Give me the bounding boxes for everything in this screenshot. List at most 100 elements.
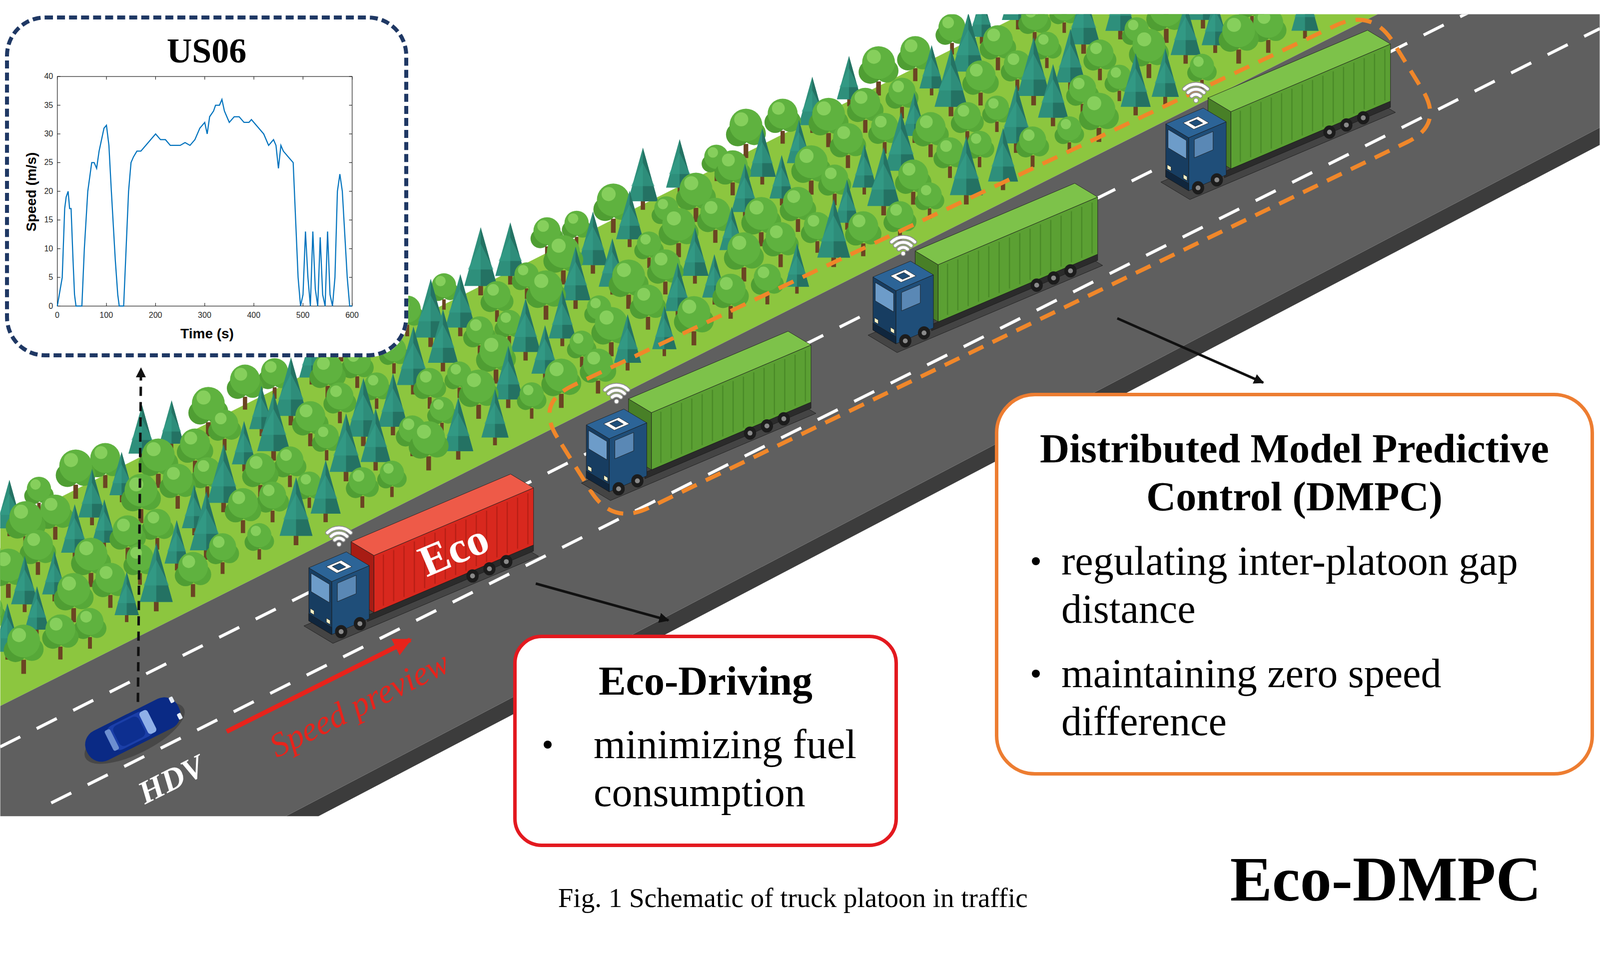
conifer-tier [381, 388, 405, 412]
conifer-tier [81, 482, 103, 505]
conifer-crown [1017, 37, 1051, 96]
tree-crown [967, 130, 992, 156]
tree [377, 460, 407, 498]
conifer-tier [1154, 61, 1177, 84]
wifi-arc [612, 395, 621, 398]
container-top [1207, 30, 1391, 112]
x-tick [56, 76, 58, 80]
tree-highlight [402, 418, 415, 430]
tree-highlight [551, 238, 566, 253]
tree [256, 481, 290, 523]
conifer-tier [669, 152, 691, 175]
tree-highlight [26, 533, 40, 547]
wheel [1357, 110, 1370, 125]
tree-highlight [1087, 95, 1102, 110]
tree-crown [326, 382, 354, 410]
x-tick-label: 200 [148, 310, 163, 320]
wifi-arc-outline [612, 395, 621, 398]
tree-highlight [234, 367, 248, 381]
wheel [500, 555, 513, 569]
tree-highlight [433, 399, 444, 410]
container-rib [1363, 58, 1365, 110]
tree-crown [861, 45, 895, 79]
conifer-tier [400, 342, 427, 369]
tree [140, 508, 174, 550]
conifer-tier [837, 191, 857, 211]
container-rib [1239, 110, 1241, 162]
y-tick-label: 25 [43, 158, 53, 168]
conifer-tier [94, 511, 114, 531]
container-rib [496, 506, 498, 558]
tree-crown [90, 442, 121, 473]
container-rib [946, 263, 948, 315]
tree-highlight [184, 431, 198, 445]
tree-crown [700, 197, 731, 228]
conifer-tier [870, 163, 897, 190]
wifi-arc-outline [895, 242, 912, 246]
y-tick [57, 219, 61, 221]
tree-highlight [196, 390, 211, 405]
tree-highlight [1257, 14, 1271, 24]
tree-highlight [30, 479, 41, 490]
conifer-tier [313, 475, 338, 499]
arrow-label: Speed preview [263, 643, 456, 765]
chip-core [609, 420, 624, 428]
container-rib [1039, 224, 1041, 276]
conifer-tier [431, 324, 455, 348]
conifer-tier [551, 303, 574, 325]
tree [1120, 52, 1151, 115]
dmpc-box: Distributed Model Predictive Control (DM… [994, 392, 1595, 776]
tree-crown [177, 551, 208, 582]
tree-trunk [862, 119, 868, 133]
chip-core [332, 563, 346, 571]
wheel [612, 482, 625, 496]
conifer-crown [481, 389, 509, 438]
y-tick-label: 20 [43, 186, 53, 196]
tree-highlight [1127, 19, 1139, 31]
wheel-hub [1051, 275, 1057, 281]
conifer-tier [937, 64, 964, 91]
head-light [1183, 174, 1188, 181]
tree [360, 408, 391, 471]
x-tick [204, 76, 205, 80]
tree-highlight [470, 319, 482, 331]
bullet-dot [1031, 557, 1040, 566]
tree-crown [59, 449, 93, 483]
cab-bumper [1165, 169, 1189, 191]
tree-trunk [360, 496, 365, 508]
conifer-crown [748, 128, 776, 177]
conifer-crown [360, 408, 391, 462]
wheel [1191, 181, 1204, 195]
figure-caption: Fig. 1 Schematic of truck platoon in tra… [558, 882, 1028, 914]
y-tick [349, 133, 353, 134]
wifi-dot [614, 399, 619, 404]
tree-trunk [947, 166, 952, 178]
tree-crown [850, 87, 881, 118]
tree-crown [633, 284, 664, 315]
tree-crown [229, 364, 260, 395]
wheel-hub [764, 423, 770, 429]
conifer-tier [234, 433, 254, 453]
wheel-hub [781, 416, 787, 422]
container-top [628, 331, 811, 413]
tree-highlight [330, 385, 342, 397]
wheel-hub [357, 621, 363, 627]
wheel-hub [1195, 185, 1201, 191]
tree-crown [832, 122, 863, 153]
container-rib [382, 554, 384, 606]
wifi-arc [1191, 94, 1201, 97]
box-heading: Eco-Driving [598, 657, 813, 706]
conifer-tier [581, 226, 605, 250]
wheel [353, 617, 366, 631]
tree [73, 608, 107, 649]
conifer-tier [63, 517, 86, 540]
tree-highlight [568, 213, 579, 224]
tree-trunk [713, 229, 718, 243]
conifer-tier [131, 418, 153, 441]
box-heading-row: Distributed Model Predictive Control (DM… [1018, 424, 1571, 521]
tree-crown [953, 101, 981, 129]
tree-crown [208, 533, 236, 561]
container-rib [1312, 79, 1314, 131]
container-rib [967, 254, 969, 306]
tree [517, 382, 547, 419]
